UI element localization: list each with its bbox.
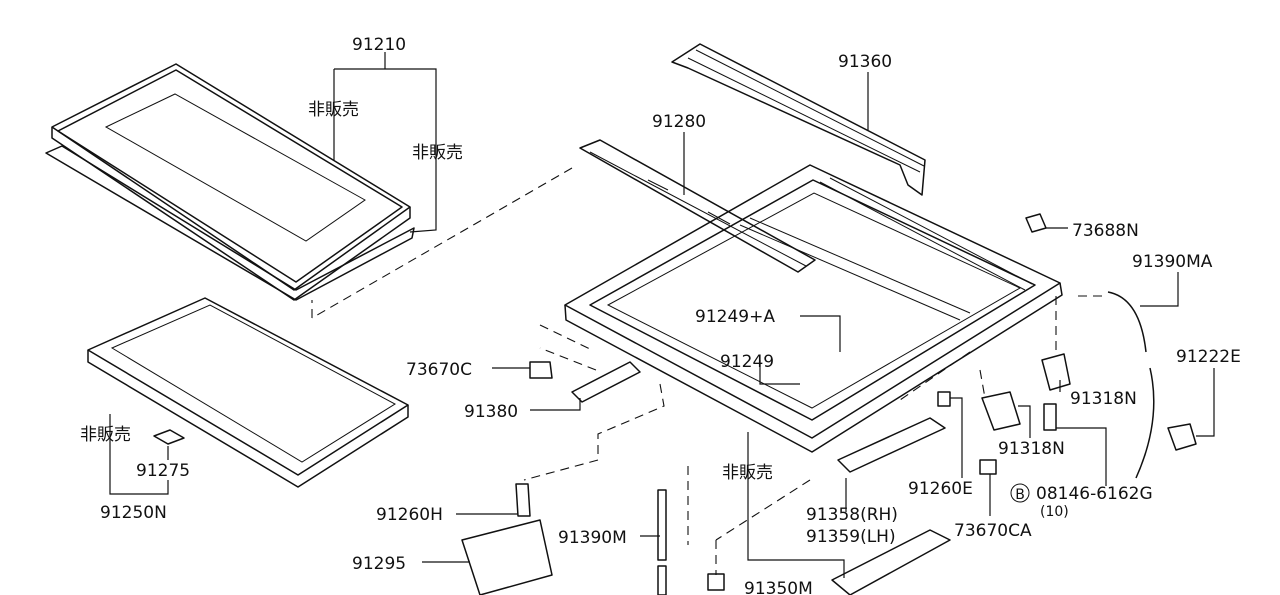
clip-73688n xyxy=(1025,213,1047,233)
assembly-dashed-lines xyxy=(311,167,1108,575)
bolt-08146 xyxy=(1043,403,1057,431)
sunroof-glass-lid xyxy=(51,63,411,301)
label-bolt-code: B xyxy=(1015,487,1025,503)
wind-deflector xyxy=(671,43,926,196)
label-91210: 91210 xyxy=(352,35,406,55)
label-08146-6162g: 08146-6162G xyxy=(1036,484,1153,504)
label-08146-quantity: (10) xyxy=(1040,504,1069,520)
drain-hose-rear xyxy=(1107,291,1155,479)
label-91275: 91275 xyxy=(136,461,190,481)
leader-lines xyxy=(109,52,1215,578)
label-91390m: 91390M xyxy=(558,528,627,548)
label-91280: 91280 xyxy=(652,112,706,132)
label-91318n-upper: 91318N xyxy=(1070,389,1137,409)
label-91359-lh: 91359(LH) xyxy=(806,527,896,547)
label-not-for-sale-shade: 非販売 xyxy=(80,425,131,445)
label-91260e: 91260E xyxy=(908,479,973,499)
guide-rail-91359 xyxy=(831,529,951,595)
label-91360: 91360 xyxy=(838,52,892,72)
grommet-73670c xyxy=(529,361,553,379)
hose-clip-91222e xyxy=(1167,423,1197,451)
sunroof-glass-seal xyxy=(45,145,415,301)
label-73670ca: 73670CA xyxy=(954,521,1032,541)
label-91249: 91249 xyxy=(720,352,774,372)
label-91358-rh: 91358(RH) xyxy=(806,505,898,525)
guide-rail-91358 xyxy=(837,417,946,473)
guide-rail-left xyxy=(571,361,641,403)
motor-91295 xyxy=(461,519,553,595)
shade-label-plate xyxy=(153,429,185,445)
grommet-91350m xyxy=(707,573,725,591)
fastener-91260h xyxy=(515,483,531,517)
label-91260h: 91260H xyxy=(376,505,443,525)
bracket-91318n-upper xyxy=(1041,353,1071,391)
label-91318n-lower: 91318N xyxy=(998,439,1065,459)
bolt-code-badge: B xyxy=(1010,483,1030,503)
label-91390ma: 91390MA xyxy=(1132,252,1213,272)
drain-hose-front xyxy=(657,489,667,595)
bracket-91318n-lower xyxy=(981,391,1021,431)
label-not-for-sale-seal: 非販売 xyxy=(412,143,463,163)
screw-91260e xyxy=(937,391,951,407)
label-91295: 91295 xyxy=(352,554,406,574)
label-91222e: 91222E xyxy=(1176,347,1241,367)
label-91350m: 91350M xyxy=(744,579,813,595)
sunshade-panel xyxy=(87,297,409,488)
label-73670c: 73670C xyxy=(406,360,472,380)
front-frame-bar xyxy=(579,139,816,273)
label-not-for-sale-frame: 非販売 xyxy=(722,463,773,483)
grommet-73670ca xyxy=(979,459,997,475)
sunroof-frame xyxy=(564,164,1063,453)
label-73688n: 73688N xyxy=(1072,221,1139,241)
label-91250n: 91250N xyxy=(100,503,167,523)
label-91380: 91380 xyxy=(464,402,518,422)
label-91249-a: 91249+A xyxy=(695,307,775,327)
label-not-for-sale-glass: 非販売 xyxy=(308,100,359,120)
